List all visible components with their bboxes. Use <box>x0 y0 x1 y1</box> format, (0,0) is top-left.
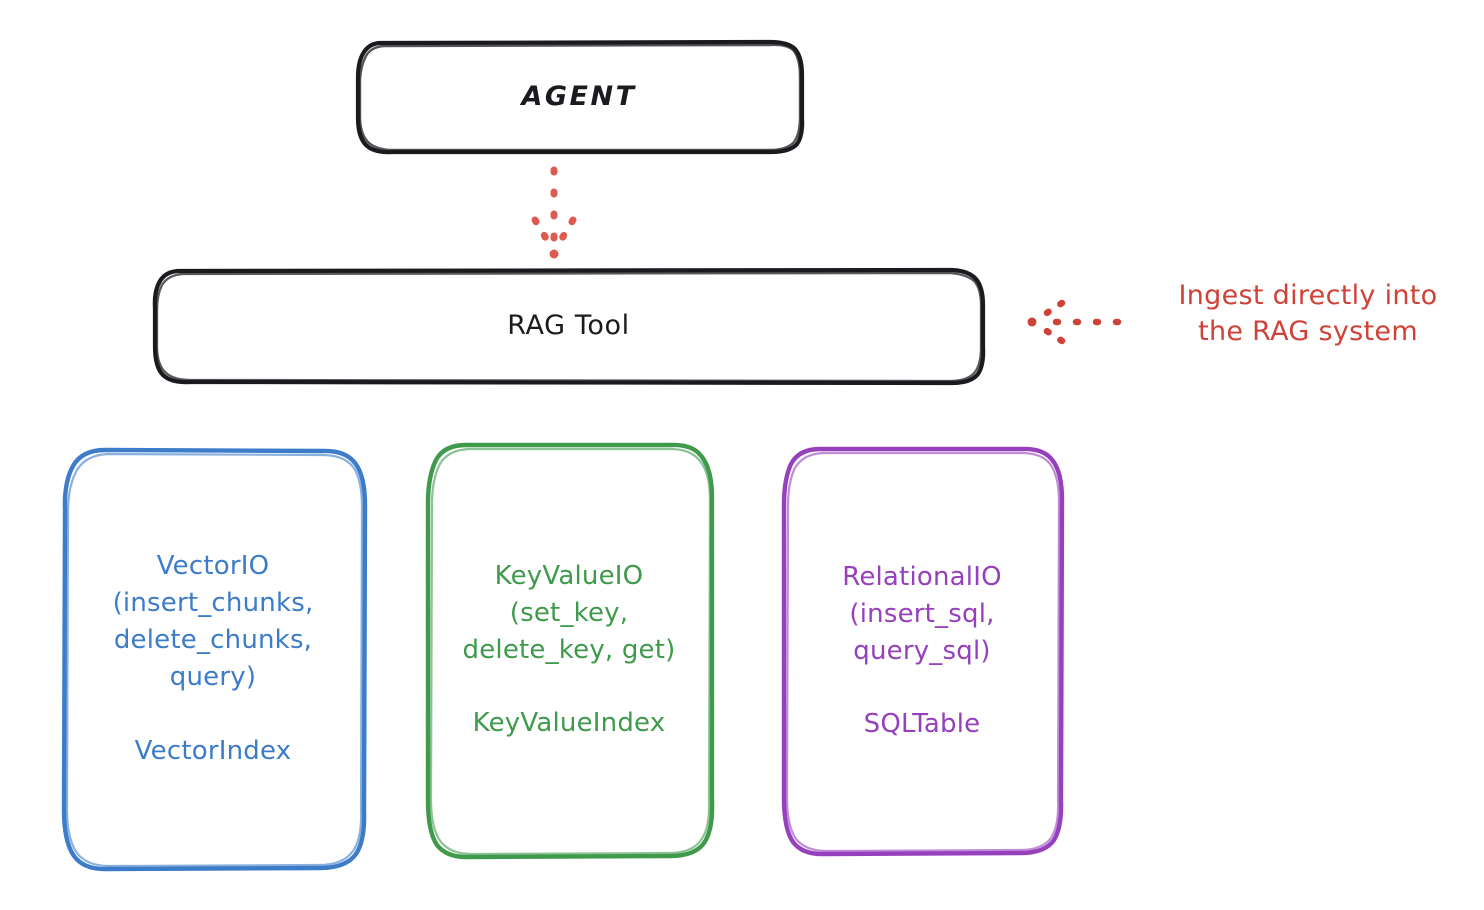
node-rag-tool[interactable]: RAG Tool <box>153 268 984 384</box>
agent-to-rag-tool-arrow <box>531 166 577 259</box>
agent-label: AGENT <box>521 81 637 113</box>
key-value-io-label: KeyValueIO (set_key, delete_key, get) Ke… <box>462 560 676 739</box>
relational-io-box-outline <box>781 446 1065 857</box>
ingest-annotation-arrow <box>1027 299 1122 345</box>
node-key-value-io[interactable]: KeyValueIO (set_key, delete_key, get) Ke… <box>426 442 712 858</box>
relational-io-label: RelationalIO (insert_sql, query_sql) SQL… <box>842 561 1002 740</box>
rag-tool-box-outline <box>152 267 986 386</box>
agent-box-outline <box>355 39 805 155</box>
vector-io-box-outline <box>61 447 368 872</box>
key-value-io-box-outline <box>425 442 715 860</box>
ingest-annotation-text: Ingest directly into the RAG system <box>1178 280 1438 348</box>
node-relational-io[interactable]: RelationalIO (insert_sql, query_sql) SQL… <box>782 446 1062 856</box>
vector-io-label: VectorIO (insert_chunks, delete_chunks, … <box>112 551 314 766</box>
node-agent[interactable]: AGENT <box>356 40 802 154</box>
rag-tool-label: RAG Tool <box>507 310 630 342</box>
node-vector-io[interactable]: VectorIO (insert_chunks, delete_chunks, … <box>62 448 364 870</box>
